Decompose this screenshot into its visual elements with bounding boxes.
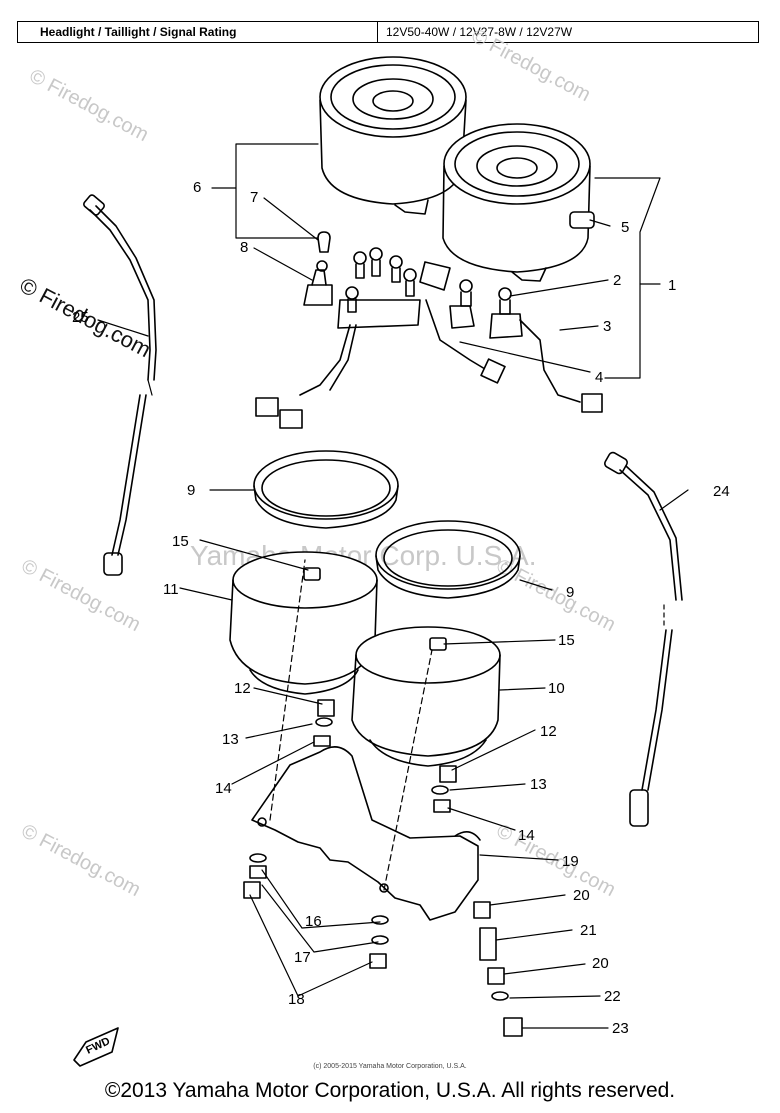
callout-9: 9 <box>187 482 195 499</box>
callout-23: 23 <box>612 1020 629 1037</box>
tachometer <box>442 123 595 282</box>
meter-cases <box>229 551 501 767</box>
hardware-parts <box>243 699 523 1037</box>
callouts: 1 2 3 4 5 6 7 8 9 9 10 11 12 12 13 13 14… <box>72 179 730 1037</box>
spec-rating-label: Headlight / Taillight / Signal Rating <box>18 22 378 42</box>
callout-2: 2 <box>613 272 621 289</box>
callout-14: 14 <box>518 827 535 844</box>
callout-13: 13 <box>530 776 547 793</box>
spec-rating-table: Headlight / Taillight / Signal Rating 12… <box>17 21 759 43</box>
callout-19: 19 <box>562 853 579 870</box>
callout-1: 1 <box>668 277 676 294</box>
spec-rating-value: 12V50-40W / 12V27-8W / 12V27W <box>386 25 573 39</box>
watermark-site: © Firedog.com <box>18 555 144 636</box>
watermark-site: © Firedog.com <box>493 820 619 901</box>
callout-24: 24 <box>713 483 730 500</box>
callout-8: 8 <box>240 239 248 256</box>
callout-12: 12 <box>234 680 251 697</box>
callout-5: 5 <box>621 219 629 236</box>
copyright-notice: ©2013 Yamaha Motor Corporation, U.S.A. A… <box>104 1079 676 1102</box>
callout-21: 21 <box>580 922 597 939</box>
fwd-arrow: FWD <box>73 1027 119 1067</box>
callout-20: 20 <box>573 887 590 904</box>
callout-20: 20 <box>592 955 609 972</box>
tachometer-cable <box>604 451 683 827</box>
callout-15: 15 <box>172 533 189 550</box>
callout-18: 18 <box>288 991 305 1008</box>
callout-25: 25 <box>72 309 89 326</box>
watermark-site: © Firedog.com <box>26 65 152 146</box>
wiring-harness <box>255 231 603 429</box>
meter-bracket <box>251 746 481 921</box>
callout-17: 17 <box>294 949 311 966</box>
watermark-site: © Firedog.com <box>18 820 144 901</box>
speedometer <box>319 56 467 215</box>
inner-credit: (c) 2005-2015 Yamaha Motor Corporation, … <box>313 1063 467 1070</box>
callout-7: 7 <box>250 189 258 206</box>
speedometer-cable <box>83 194 157 576</box>
leader-lines <box>97 143 689 1029</box>
callout-14: 14 <box>215 780 232 797</box>
callout-12: 12 <box>540 723 557 740</box>
callout-22: 22 <box>604 988 621 1005</box>
callout-6: 6 <box>193 179 201 196</box>
callout-15: 15 <box>558 632 575 649</box>
bezel-rings <box>253 450 521 599</box>
callout-10: 10 <box>548 680 565 697</box>
callout-3: 3 <box>603 318 611 335</box>
callout-9: 9 <box>566 584 574 601</box>
watermark-site: © Firedog.com <box>468 25 594 106</box>
callout-11: 11 <box>163 581 179 598</box>
callout-13: 13 <box>222 731 239 748</box>
callout-4: 4 <box>595 369 603 386</box>
callout-16: 16 <box>305 913 322 930</box>
